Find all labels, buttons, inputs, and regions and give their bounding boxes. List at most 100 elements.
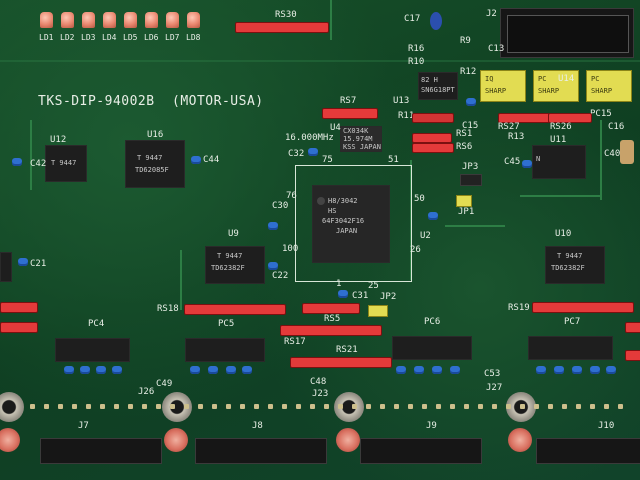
capacitor-small-3	[96, 366, 106, 374]
capacitor-small-5	[190, 366, 200, 374]
optocoupler-2-text-2: SHARP	[538, 87, 560, 95]
led-label-5: LD5	[123, 33, 138, 42]
led-1	[40, 12, 53, 28]
capacitor-c40	[620, 140, 634, 164]
chip-u10: T 9447 TD62382F	[545, 246, 605, 284]
chip-u10-marking-1: T 9447	[557, 252, 583, 260]
capacitor-small-1	[64, 366, 74, 374]
label-jp2: JP2	[380, 292, 397, 302]
label-c16: C16	[608, 122, 625, 132]
label-rs1: RS1	[456, 129, 473, 139]
label-j9: J9	[426, 421, 437, 431]
jumper-jp1[interactable]	[456, 195, 472, 207]
solder-pad	[548, 404, 553, 409]
label-pin-50: 50	[414, 194, 425, 204]
label-c21: C21	[30, 259, 47, 269]
solder-pad	[520, 404, 525, 409]
led-label-1: LD1	[39, 33, 54, 42]
label-crystal-frequency: 16.000MHz	[285, 133, 334, 143]
label-c15: C15	[462, 121, 479, 131]
label-r10: R10	[408, 57, 425, 67]
capacitor-c42	[12, 158, 22, 166]
label-r13: R13	[508, 132, 525, 142]
label-r12: R12	[460, 67, 477, 77]
label-u11: U11	[550, 135, 567, 145]
edge-connector-2[interactable]	[195, 438, 327, 464]
optocoupler-3-text-2: SHARP	[591, 87, 613, 95]
header-j2-socket	[507, 15, 629, 53]
label-rs5: RS5	[324, 314, 341, 324]
label-rs7: RS7	[340, 96, 357, 106]
chip-u9: T 9447 TD62382F	[205, 246, 265, 284]
label-rs26: RS26	[550, 122, 572, 132]
resistor-rs26	[548, 113, 592, 123]
label-c44: C44	[203, 155, 220, 165]
header-j2[interactable]	[500, 8, 634, 58]
solder-pad	[408, 404, 413, 409]
resistor-rs1	[412, 133, 452, 143]
capacitor-small-14	[554, 366, 564, 374]
capacitor-small-8	[242, 366, 252, 374]
solder-pad	[604, 404, 609, 409]
label-rs27: RS27	[498, 122, 520, 132]
label-j27: J27	[486, 383, 503, 393]
capacitor-small-16	[590, 366, 600, 374]
resistor-left-1	[0, 302, 38, 313]
solder-pad	[114, 404, 119, 409]
capacitor-c17	[430, 12, 442, 30]
led-5	[124, 12, 137, 28]
capacitor-small-11	[432, 366, 442, 374]
label-pin-76: 76	[286, 191, 297, 201]
cpu-marking-1: H8/3042	[328, 197, 358, 205]
mounting-hole-1	[0, 392, 24, 422]
resistor-rs18	[184, 304, 286, 315]
led-label-6: LD6	[144, 33, 159, 42]
chip-u11-marking: N	[536, 155, 541, 163]
solder-pad	[226, 404, 231, 409]
jumper-jp2[interactable]	[368, 305, 388, 317]
edge-connector-4[interactable]	[536, 438, 640, 464]
label-c30: C30	[272, 201, 289, 211]
label-rs30: RS30	[275, 10, 297, 20]
label-rs17: RS17	[284, 337, 306, 347]
label-pc5: PC5	[218, 319, 235, 329]
solder-pad	[30, 404, 35, 409]
jumper-jp3[interactable]	[460, 174, 482, 186]
capacitor-c21	[18, 258, 28, 266]
solder-pad	[198, 404, 203, 409]
label-u2: U2	[420, 231, 431, 241]
led-label-7: LD7	[165, 33, 180, 42]
label-r11: R11	[398, 111, 415, 121]
label-c49: C49	[156, 379, 173, 389]
label-u12: U12	[50, 135, 67, 145]
capacitor-small-17	[606, 366, 616, 374]
capacitor-small-13	[536, 366, 546, 374]
solder-pad	[58, 404, 63, 409]
crystal-u4-marking-2: 15.974M	[343, 135, 373, 143]
resistor-rs6	[412, 143, 454, 153]
chip-u9-marking-2: TD62382F	[211, 264, 245, 272]
resistor-right-1	[625, 322, 640, 333]
edge-connector-3[interactable]	[360, 438, 482, 464]
capacitor-c44	[191, 156, 201, 164]
chip-pc5	[185, 338, 265, 362]
chip-u16-marking-1: T 9447	[137, 154, 163, 162]
solder-pad	[506, 404, 511, 409]
solder-pad	[212, 404, 217, 409]
optocoupler-1-text-1: IQ	[485, 75, 494, 83]
chip-u13-marking-2: SN6G18PT	[421, 86, 455, 94]
solder-pad	[156, 404, 161, 409]
led-7	[166, 12, 179, 28]
solder-pad	[170, 404, 175, 409]
label-pin-1: 1	[336, 279, 342, 289]
solder-pad	[492, 404, 497, 409]
solder-pad	[44, 404, 49, 409]
label-u9: U9	[228, 229, 239, 239]
chip-pc7	[528, 336, 613, 360]
capacitor-c32	[308, 148, 318, 156]
edge-connector-1[interactable]	[40, 438, 162, 464]
label-c32: C32	[288, 149, 305, 159]
